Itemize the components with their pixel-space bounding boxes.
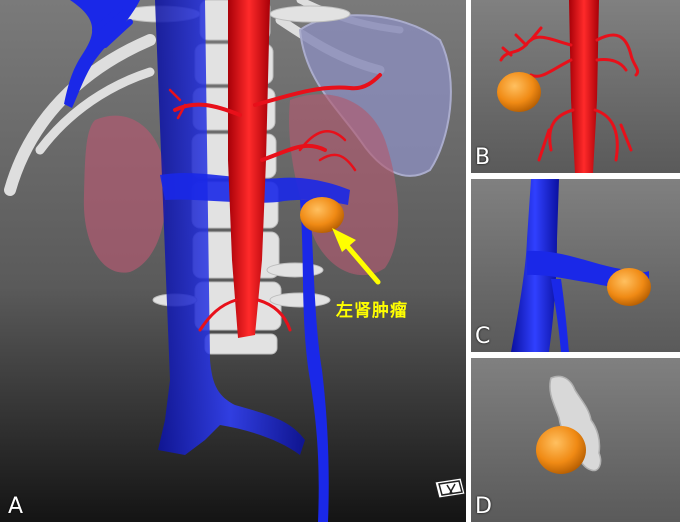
tumor-annotation-label: 左肾肿瘤 xyxy=(336,301,408,321)
panel-d-structure xyxy=(549,375,602,472)
artery-system xyxy=(168,0,382,338)
tumor-arrow xyxy=(332,228,381,285)
panel-d-tumor xyxy=(536,426,586,474)
orientation-cube-icon[interactable] xyxy=(433,476,466,500)
panel-c-tributary xyxy=(551,279,569,352)
panel-label-c: C xyxy=(475,324,491,349)
panel-b-aorta xyxy=(569,0,599,173)
panel-d-tumor-view: D xyxy=(471,358,680,522)
vein-system xyxy=(64,0,350,522)
panel-c-venous-view: C xyxy=(471,179,680,352)
tumor xyxy=(300,197,344,233)
main-3d-render xyxy=(0,0,466,522)
panel-b-render xyxy=(471,0,680,173)
panel-d-render xyxy=(471,358,680,522)
panel-c-tumor xyxy=(607,268,651,306)
panel-label-d: D xyxy=(475,494,492,519)
panel-label-a: A xyxy=(8,494,24,519)
panel-label-b: B xyxy=(475,145,491,170)
right-kidney xyxy=(83,115,167,273)
panel-b-arterial-view: B xyxy=(471,0,680,173)
panel-c-render xyxy=(471,179,680,352)
panel-b-branches xyxy=(499,26,640,162)
panel-b-tumor xyxy=(497,72,541,112)
main-3d-view: 左肾肿瘤 A xyxy=(0,0,466,522)
